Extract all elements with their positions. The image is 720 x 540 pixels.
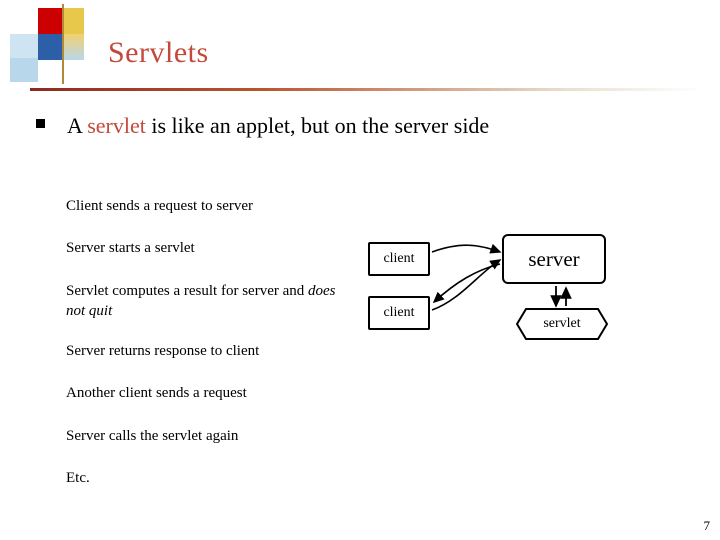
- list-item-text: Servlet computes a result for server and: [66, 282, 308, 299]
- page-number: 7: [703, 518, 711, 533]
- list-item: Server returns response to client: [66, 343, 260, 359]
- block-yellow: [64, 8, 84, 34]
- block-blue: [38, 34, 64, 60]
- sequence-list: Client sends a request to server Server …: [66, 196, 346, 510]
- vertical-accent-line: [62, 4, 64, 84]
- diagram-node-client-bottom: client: [368, 296, 430, 330]
- block-red: [38, 8, 64, 34]
- bullet-item: A servlet is like an applet, but on the …: [36, 112, 676, 140]
- block-gradient: [64, 34, 84, 60]
- client-server-diagram: client client server servlet: [360, 230, 628, 360]
- block-light-blue-lower: [10, 58, 38, 82]
- title-underline-rule: [30, 88, 702, 91]
- list-item-emphasis: does not quit: [66, 282, 336, 319]
- servlet-hexagon-icon: [516, 308, 608, 340]
- page-title: Servlets: [108, 36, 209, 69]
- bullet-suffix: is like an applet, but on the server sid…: [145, 113, 490, 138]
- bullet-square-icon: [36, 119, 45, 128]
- list-item: Server calls the servlet again: [66, 427, 239, 444]
- list-item: Etc.: [66, 469, 90, 486]
- list-item: Server starts a servlet: [66, 240, 195, 257]
- diagram-node-servlet: servlet: [516, 308, 608, 340]
- list-item: Client sends a request to server: [66, 198, 254, 214]
- diagram-node-client-top: client: [368, 242, 430, 276]
- bullet-text: A servlet is like an applet, but on the …: [67, 112, 489, 140]
- block-light-blue-upper: [10, 34, 38, 58]
- list-item: Another client sends a request: [66, 385, 247, 402]
- diagram-arrows: [431, 243, 572, 311]
- servlet-label: servlet: [543, 316, 581, 331]
- bullet-prefix: A: [67, 113, 88, 138]
- decorative-corner-blocks: [0, 0, 90, 90]
- bullet-keyword: servlet: [87, 113, 146, 138]
- diagram-node-server: server: [502, 234, 606, 284]
- list-item: Servlet computes a result for server and…: [66, 281, 346, 322]
